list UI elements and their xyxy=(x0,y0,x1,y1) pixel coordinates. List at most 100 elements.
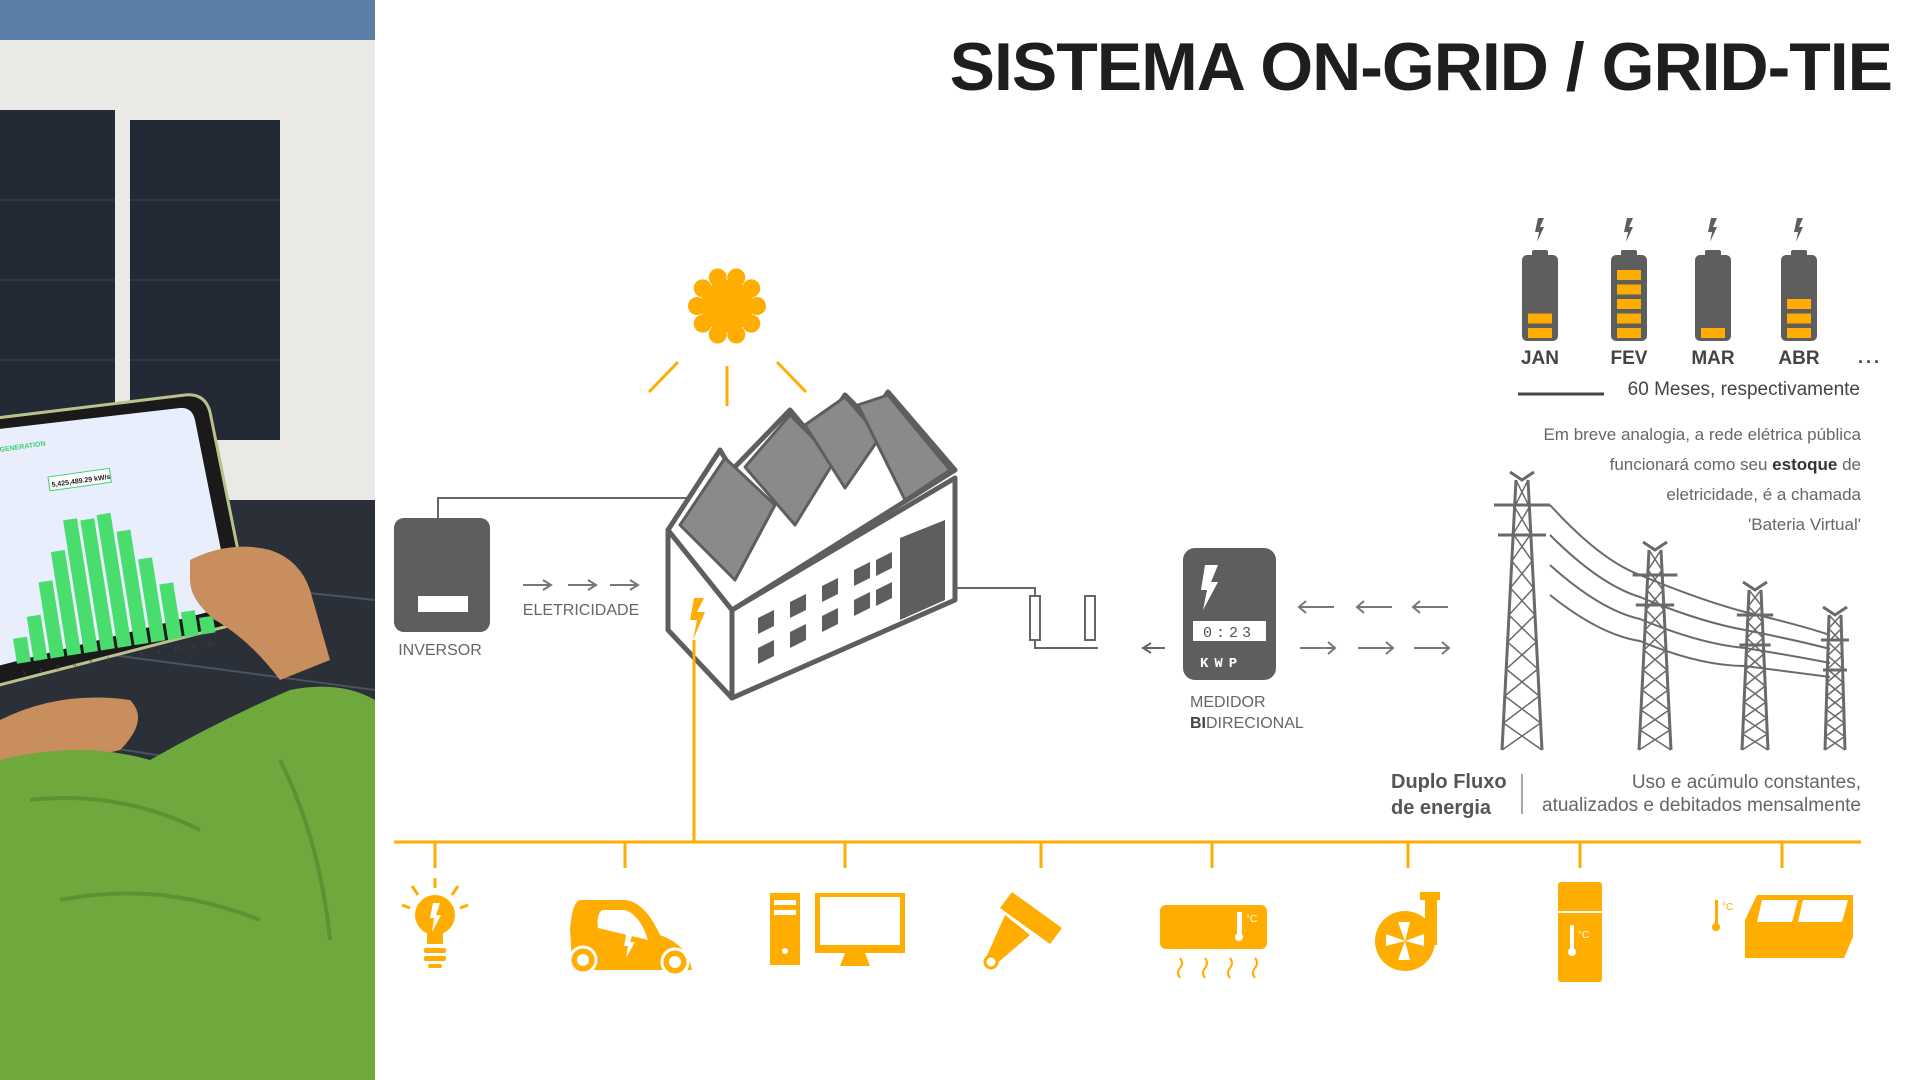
transmission-towers-icon xyxy=(1494,470,1849,751)
battery-jan: JAN xyxy=(1521,218,1559,369)
sun-spike xyxy=(688,297,706,315)
window xyxy=(876,552,892,576)
tablet-x-label: 1 xyxy=(22,670,27,677)
battery-cell xyxy=(1617,284,1641,295)
tablet-x-label: 5 xyxy=(89,660,94,667)
tablet-bar xyxy=(13,636,31,664)
tablet-bar xyxy=(80,518,115,651)
inverter-label: INVERSOR xyxy=(398,642,482,659)
analogy-line: funcionará como seu estoque de xyxy=(1610,455,1861,474)
power-line xyxy=(1549,564,1831,664)
sun-spike xyxy=(727,325,746,344)
svg-text:°C: °C xyxy=(1578,930,1589,941)
svg-text:°C: °C xyxy=(1722,902,1733,913)
lightning-icon xyxy=(690,598,705,640)
meter-label-line2: BIDIRECIONAL xyxy=(1190,715,1304,732)
battery-cell xyxy=(1617,270,1641,280)
sun-spike xyxy=(727,268,746,287)
sun-spike xyxy=(708,268,727,287)
tablet-x-label: 9 xyxy=(156,649,161,656)
inverter-wire xyxy=(437,497,690,518)
double-flow-title-1: Duplo Fluxo xyxy=(1391,771,1507,793)
battery-cell xyxy=(1701,328,1725,338)
double-flow-desc-1: Uso e acúmulo constantes, xyxy=(1632,772,1861,793)
window xyxy=(758,610,774,634)
lightbulb-icon xyxy=(401,878,469,968)
battery-month-label: ABR xyxy=(1778,348,1819,369)
meter-lightning-icon xyxy=(1201,565,1218,610)
battery-cell xyxy=(1787,328,1811,338)
sun-spike xyxy=(748,297,766,315)
freezer-icon: °C xyxy=(1712,895,1853,958)
battery-abr: ABR xyxy=(1778,218,1820,369)
grid-connection xyxy=(955,587,1165,654)
window xyxy=(822,608,838,632)
tablet-x-label: 11 xyxy=(190,643,198,650)
analogy-line: 'Bateria Virtual' xyxy=(1748,515,1861,534)
distribution-bus xyxy=(394,640,1861,868)
double-flow-title-2: de energia xyxy=(1391,797,1492,819)
sun-spike xyxy=(693,314,712,333)
power-line xyxy=(1549,534,1831,650)
tablet-bar xyxy=(26,614,48,662)
power-line xyxy=(1549,504,1831,636)
analogy-line: Em breve analogia, a rede elétrica públi… xyxy=(1543,425,1861,444)
meter-display: 0:23 xyxy=(1203,625,1255,642)
battery-cell xyxy=(1617,299,1641,309)
double-flow-desc-2: atualizados e debitados mensalmente xyxy=(1542,795,1861,816)
electricity-arrows xyxy=(523,579,640,591)
analogy-line: eletricidade, é a chamada xyxy=(1666,485,1861,504)
window xyxy=(854,592,870,616)
battery-fev: FEV xyxy=(1611,218,1648,369)
lightning-icon xyxy=(1624,218,1633,242)
battery-mar: MAR xyxy=(1691,218,1735,369)
tower xyxy=(1494,470,1550,751)
computer-icon xyxy=(770,893,905,966)
period-caption: 60 Meses, respectivamente xyxy=(1628,379,1860,400)
sun-icon xyxy=(688,268,766,344)
meter-label-line1: MEDIDOR xyxy=(1190,694,1266,711)
tablet-bar xyxy=(138,557,166,643)
window xyxy=(876,582,892,606)
tablet-x-label: 10 xyxy=(173,646,181,653)
sun-spike xyxy=(742,314,761,333)
tablet-bar xyxy=(116,529,149,646)
tablet-x-label: 7 xyxy=(123,654,128,661)
tablet-bar xyxy=(180,610,199,638)
window xyxy=(822,578,838,602)
battery-cell xyxy=(1787,313,1811,324)
tablet-bar xyxy=(50,549,82,656)
tablet-bar xyxy=(96,512,132,648)
tablet-x-label: 12 xyxy=(207,641,215,648)
meter-unit: KWP xyxy=(1200,656,1243,672)
page-title: SISTEMA ON-GRID / GRID-TIE xyxy=(950,29,1892,105)
sun-rays xyxy=(647,360,808,406)
tablet-bar xyxy=(199,615,216,635)
sun-spike xyxy=(742,279,761,298)
lightning-icon xyxy=(1708,218,1717,242)
electricity-label: ELETRICIDADE xyxy=(523,602,639,619)
power-line xyxy=(1549,594,1831,678)
lightning-icon xyxy=(1794,218,1803,242)
sun-spike xyxy=(693,279,712,298)
battery-cell xyxy=(1617,313,1641,324)
batteries-ellipsis: ... xyxy=(1858,347,1882,367)
inverter: INVERSOR xyxy=(394,518,490,659)
analogy-paragraph: Em breve analogia, a rede elétrica públi… xyxy=(1543,425,1861,534)
sun-spike xyxy=(708,325,727,344)
fan-blower-icon xyxy=(1375,892,1440,971)
battery-cell xyxy=(1787,299,1811,309)
power-drill-icon xyxy=(983,892,1062,970)
window xyxy=(854,562,870,586)
battery-month-label: MAR xyxy=(1691,348,1735,369)
window xyxy=(790,594,806,618)
battery-month-label: FEV xyxy=(1611,348,1648,369)
refrigerator-icon: °C xyxy=(1558,882,1602,982)
tablet-x-label: 6 xyxy=(106,657,111,664)
tablet-bar xyxy=(63,518,98,654)
svg-text:°C: °C xyxy=(1246,914,1257,925)
inverter-display xyxy=(418,596,468,612)
bidirectional-meter: 0:23 KWP xyxy=(1183,548,1276,680)
